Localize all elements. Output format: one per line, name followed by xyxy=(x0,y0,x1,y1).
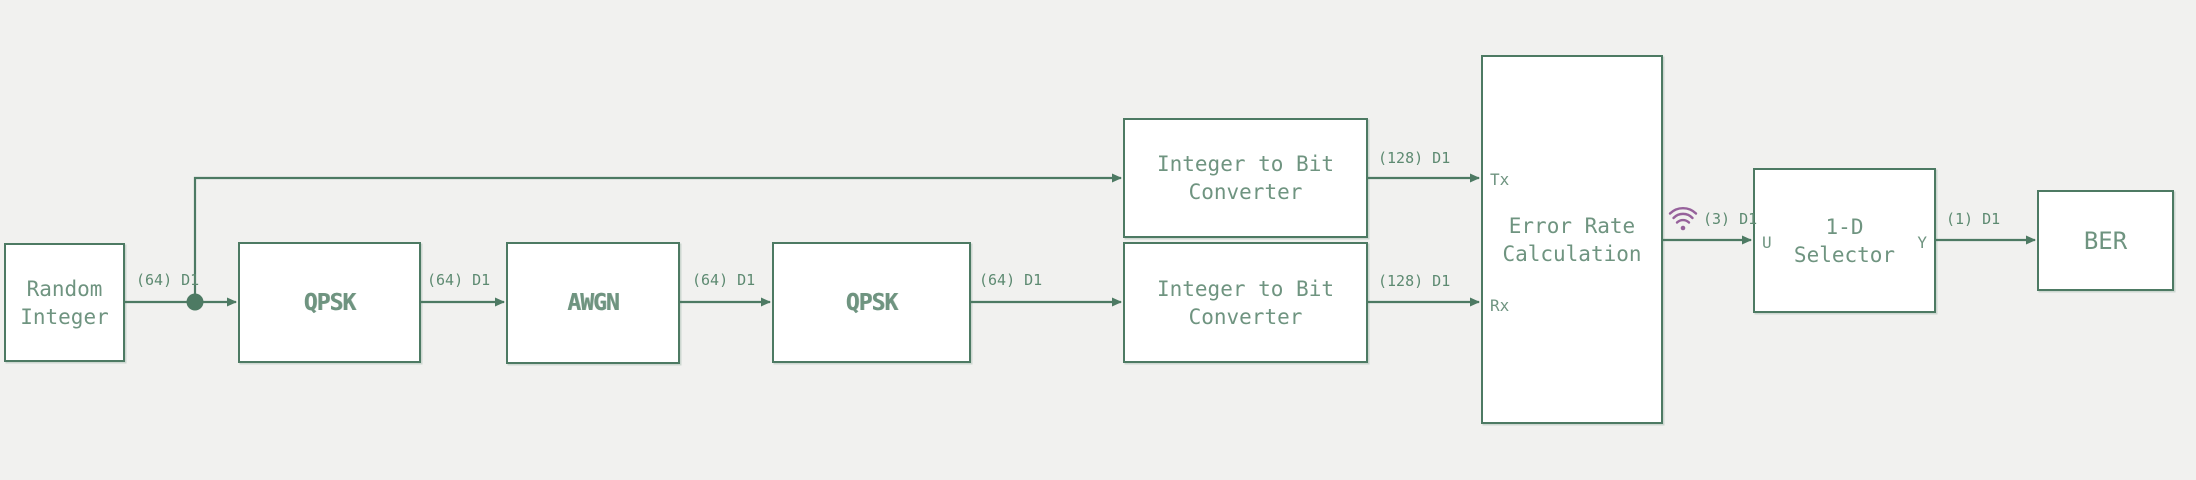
block-label: QPSK xyxy=(845,289,898,316)
block-label: Integer to Bit Converter xyxy=(1156,152,1334,204)
block-awgn-channel[interactable]: AWGN xyxy=(506,242,680,364)
block-label: Random Integer xyxy=(20,276,109,329)
signal-label-selector-out: (1) D1 xyxy=(1946,210,2001,228)
block-ber-display[interactable]: BER xyxy=(2037,190,2174,291)
port-label-tx: Tx xyxy=(1490,170,1510,189)
signal-label-qpsk-demodulator-out: (64) D1 xyxy=(979,271,1043,289)
wire-branch-to-integer-to-bit-converter-tx[interactable] xyxy=(193,173,1122,302)
block-label: 1-D Selector xyxy=(1793,214,1896,267)
block-label: AWGN xyxy=(567,290,619,316)
port-label-u: U xyxy=(1762,233,1772,252)
signal-label-qpsk-modulator-out: (64) D1 xyxy=(427,271,491,289)
block-label: Error Rate Calculation xyxy=(1502,213,1642,266)
signal-label-converter-tx-out: (128) D1 xyxy=(1378,149,1451,167)
port-label-rx: Rx xyxy=(1490,296,1510,315)
block-error-rate-calculation[interactable]: Error Rate Calculation Tx Rx xyxy=(1481,55,1663,424)
signal-label-converter-rx-out: (128) D1 xyxy=(1378,272,1451,290)
block-label: Integer to Bit Converter xyxy=(1156,276,1334,329)
block-random-integer[interactable]: Random Integer xyxy=(4,243,125,362)
signal-label-error-rate-out: (3) D1 xyxy=(1703,210,1758,228)
block-qpsk-modulator[interactable]: QPSK xyxy=(238,242,421,363)
block-label: BER xyxy=(2083,226,2128,255)
wire-branch-point[interactable] xyxy=(186,293,204,311)
block-integer-to-bit-converter-tx[interactable]: Integer to Bit Converter xyxy=(1123,118,1368,238)
block-integer-to-bit-converter-rx[interactable]: Integer to Bit Converter xyxy=(1123,242,1368,363)
port-label-y: Y xyxy=(1917,233,1927,252)
signal-label-random-integer-out: (64) D1 xyxy=(136,271,200,289)
signal-label-awgn-out: (64) D1 xyxy=(692,271,756,289)
block-label: QPSK xyxy=(303,289,356,316)
wifi-icon xyxy=(1668,207,1698,231)
block-qpsk-demodulator[interactable]: QPSK xyxy=(772,242,971,363)
block-selector[interactable]: 1-D Selector U Y xyxy=(1753,168,1936,313)
